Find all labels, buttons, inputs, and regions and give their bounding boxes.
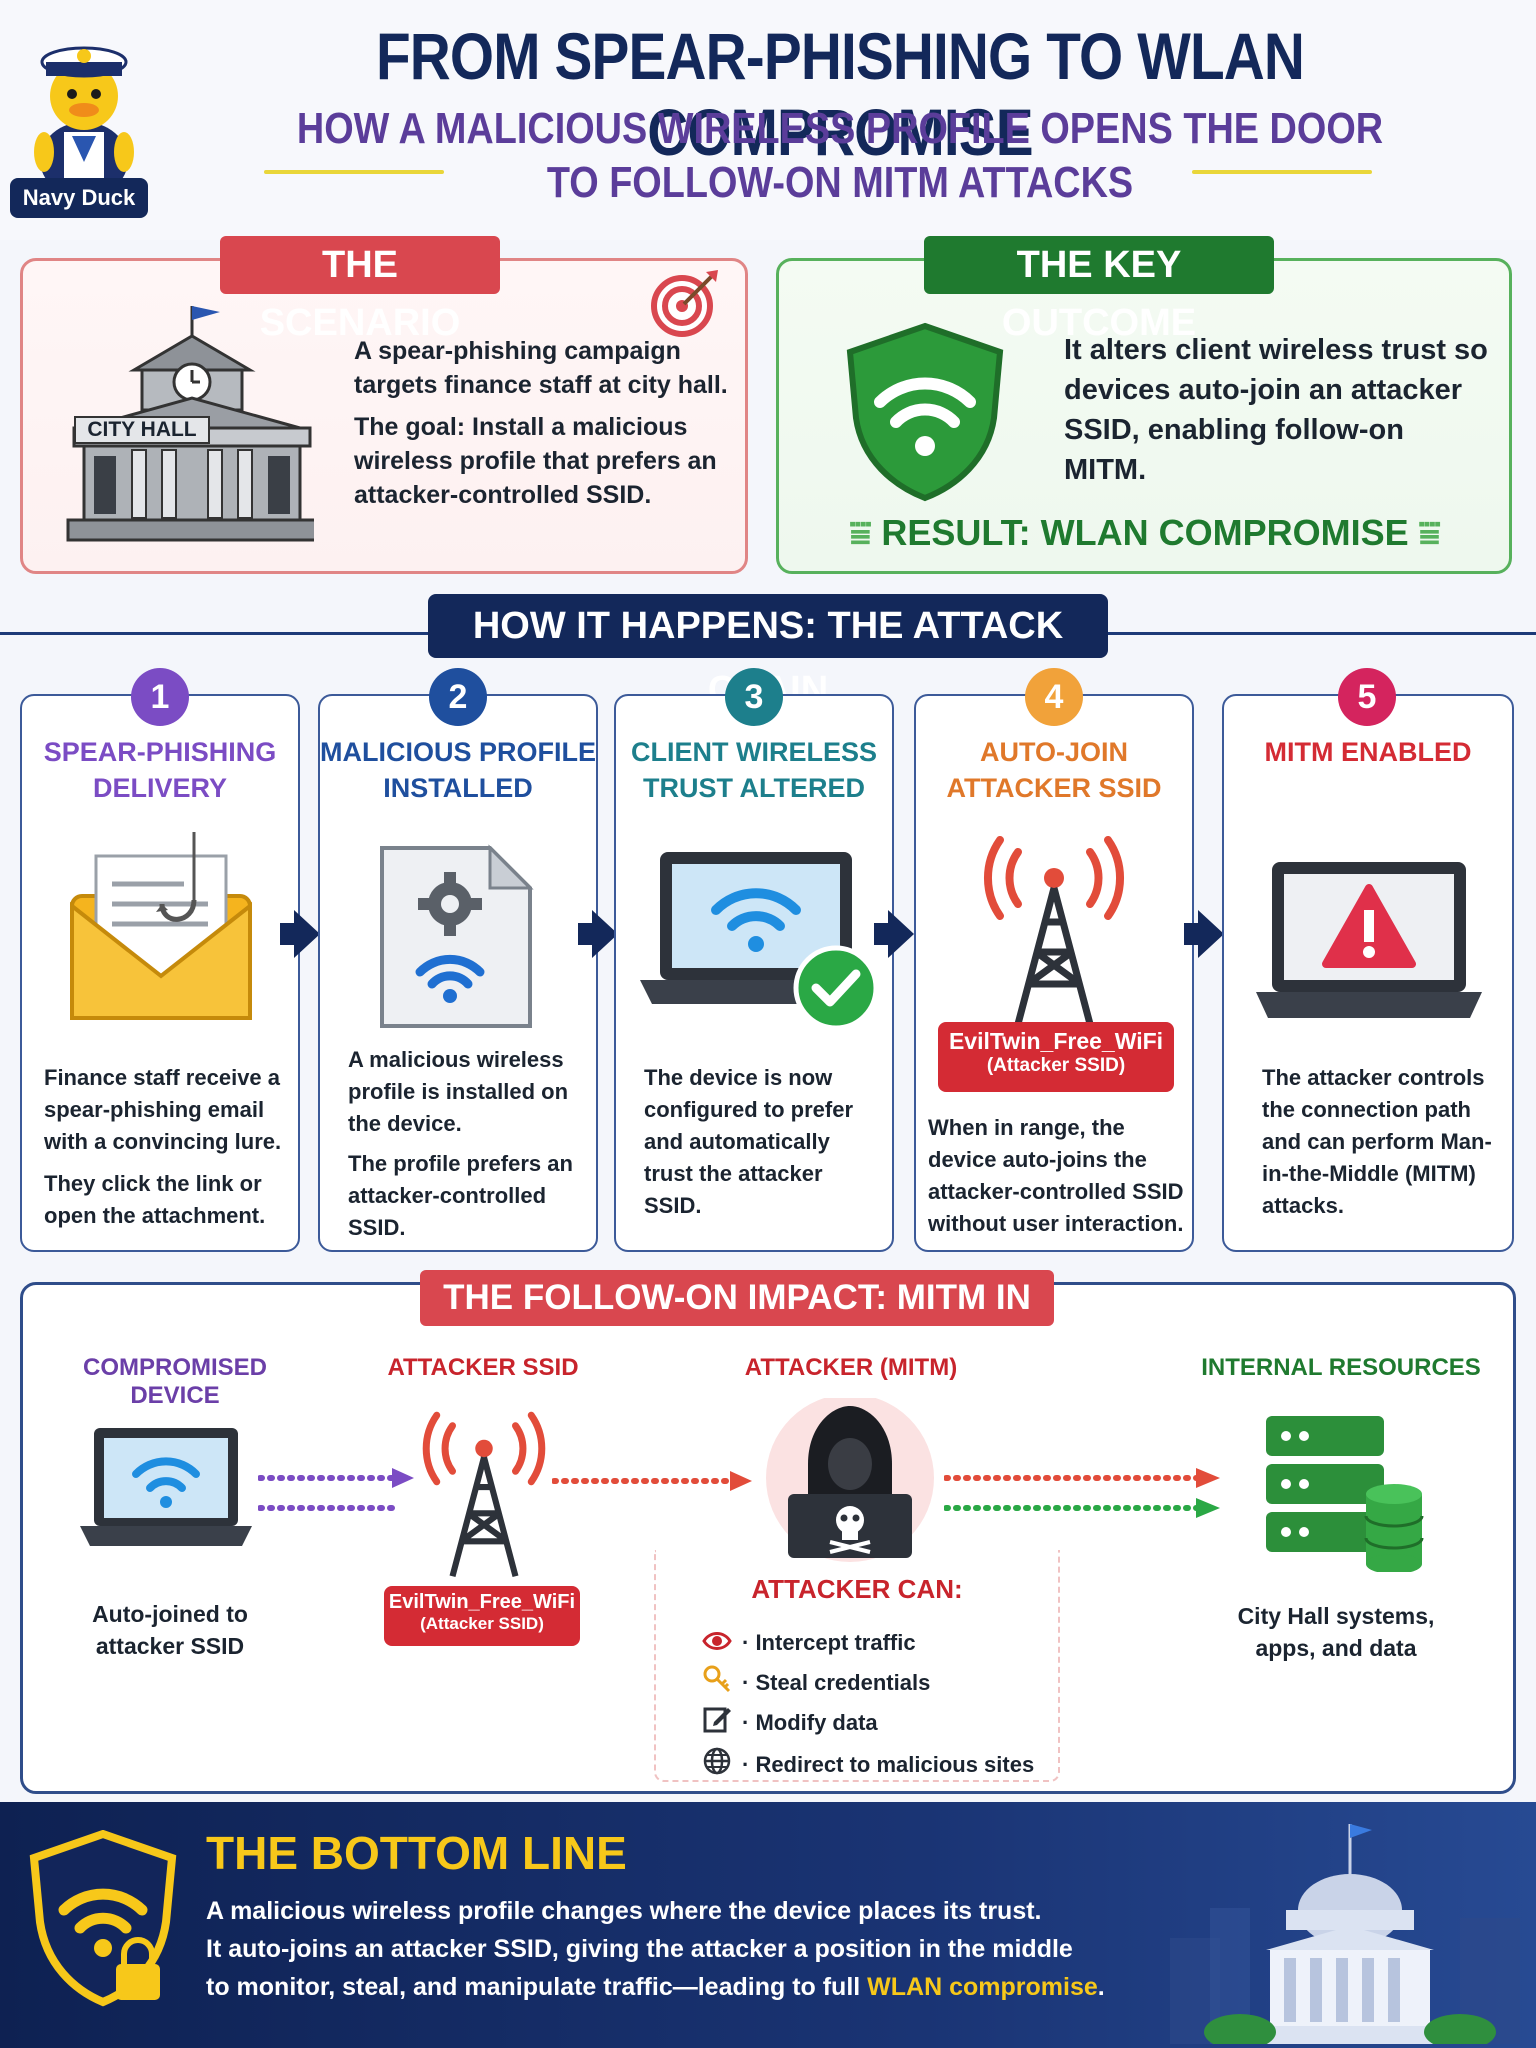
step-text-2b: The profile prefers an attacker-controll…	[348, 1151, 573, 1240]
arrow-shaft-3	[874, 923, 890, 945]
can-item-modify: · Modify data	[742, 1710, 878, 1735]
scenario-text-1: A spear-phishing campaign targets financ…	[354, 337, 728, 399]
device-heading: COMPROMISED DEVICE	[82, 1354, 267, 1409]
laptop-alert-icon	[1256, 862, 1482, 1018]
link-device-to-ssid	[258, 1468, 414, 1511]
header	[0, 0, 1536, 240]
can-item-redirect: · Redirect to malicious sites	[742, 1752, 1035, 1777]
arrow-right-icon	[888, 910, 914, 958]
bottom-line-title: THE BOTTOM LINE	[206, 1827, 627, 1879]
step-title-3: CLIENT WIRELESS TRUST ALTERED	[630, 737, 877, 803]
can-item-steal: · Steal credentials	[742, 1670, 931, 1695]
ssid-heading: ATTACKER SSID	[387, 1354, 579, 1381]
step-number-3: 3	[725, 668, 783, 726]
bottom-line-1: A malicious wireless profile changes whe…	[206, 1897, 1042, 1925]
step-text-1b: They click the link or open the attachme…	[44, 1171, 266, 1228]
step-text-1a: Finance staff receive a spear-phishing e…	[44, 1065, 282, 1154]
result-label: ⩸ RESULT: WLAN COMPROMISE ⩸	[849, 512, 1441, 553]
mascot-label: Navy Duck	[10, 178, 148, 218]
result-text: RESULT: WLAN COMPROMISE	[881, 512, 1409, 553]
highlight-stroke-right	[1192, 170, 1372, 174]
arrow-right-icon	[1198, 910, 1224, 958]
subtitle-line2: TO FOLLOW-ON MITM ATTACKS	[546, 158, 1134, 207]
step-text-5: The attacker controls the connection pat…	[1262, 1065, 1492, 1218]
scenario-tag: THE SCENARIO	[220, 236, 500, 344]
ssid-tower-icon	[422, 1411, 546, 1578]
step-text-3: The device is now configured to prefer a…	[644, 1065, 854, 1218]
server-database-icon	[1266, 1416, 1424, 1572]
target-icon	[651, 270, 718, 337]
arrow-shaft-4	[1184, 923, 1200, 945]
edit-icon	[703, 1707, 731, 1733]
link-attacker-to-resources	[944, 1468, 1220, 1518]
attacker-tower-icon	[983, 836, 1125, 1025]
bottom-line-2: It auto-joins an attacker SSID, giving t…	[206, 1935, 1073, 1963]
ssid-name: EvilTwin_Free_WiFi	[948, 1028, 1164, 1054]
attacker-can-box	[654, 1550, 1060, 1782]
bottom-line-3: to monitor, steal, and manipulate traffi…	[206, 1968, 1206, 2006]
step-title-2: MALICIOUS PROFILE INSTALLED	[320, 737, 596, 803]
resources-subtitle: City Hall systems, apps, and data	[1237, 1603, 1435, 1661]
ssid-sub: (Attacker SSID)	[986, 1055, 1126, 1076]
key-icon	[703, 1665, 731, 1693]
page-title: FROM SPEAR-PHISHING TO WLAN COMPROMISE	[375, 19, 1305, 169]
impact-tag: THE FOLLOW-ON IMPACT: MITM IN ACTION	[420, 1270, 1054, 1373]
ssid-badge: EvilTwin_Free_WiFi (Attacker SSID)	[938, 1022, 1174, 1092]
can-item-intercept: · Intercept traffic	[742, 1630, 916, 1655]
resources-heading: INTERNAL RESOURCES	[1201, 1354, 1481, 1381]
arrow-right-icon	[294, 910, 320, 958]
attacker-can-title: ATTACKER CAN:	[751, 1574, 963, 1604]
step-title-1: SPEAR-PHISHING DELIVERY	[43, 737, 277, 803]
compromised-laptop-icon	[80, 1428, 252, 1546]
wifi-lock-shield-icon	[29, 1830, 177, 2007]
outcome-tag: THE KEY OUTCOME	[924, 236, 1274, 344]
wifi-shield-icon	[846, 322, 1004, 502]
subtitle-line1: HOW A MALICIOUS WIRELESS PROFILE OPENS T…	[296, 104, 1384, 153]
profile-document-icon	[380, 844, 534, 1028]
step-text-2: A malicious wireless profile is installe…	[348, 1044, 588, 1244]
bottom-line-3-post: .	[1097, 1973, 1105, 2001]
step-number-2: 2	[429, 668, 487, 726]
step-number-5: 5	[1338, 668, 1396, 726]
step-title-5: MITM ENABLED	[1264, 737, 1472, 767]
bottom-line-3-pre: to monitor, steal, and manipulate traffi…	[206, 1973, 868, 2001]
globe-icon	[703, 1747, 731, 1775]
step-text-4: When in range, the device auto-joins the…	[928, 1115, 1184, 1236]
scenario-text: A spear-phishing campaign targets financ…	[354, 334, 734, 512]
arrow-shaft-1	[280, 923, 296, 945]
step-text-2a: A malicious wireless profile is installe…	[348, 1047, 569, 1136]
step-number-4: 4	[1025, 668, 1083, 726]
eye-icon	[702, 1632, 732, 1650]
arrow-right-icon	[592, 910, 618, 958]
page-subtitle: HOW A MALICIOUS WIRELESS PROFILE OPENS T…	[264, 102, 1416, 210]
bottom-line-3-highlight: WLAN compromise	[867, 1973, 1098, 2001]
laptop-trusted-icon	[640, 852, 879, 1031]
step-card-4	[914, 694, 1194, 1252]
bottom-line-text: A malicious wireless profile changes whe…	[206, 1892, 1206, 2006]
scenario-text-2: The goal: Install a malicious wireless p…	[354, 413, 717, 509]
chain-tag: HOW IT HAPPENS: THE ATTACK CHAIN	[428, 594, 1108, 711]
outcome-text: It alters client wireless trust so devic…	[1064, 334, 1488, 486]
capitol-building-icon	[1170, 1824, 1520, 2044]
impact-ssid-badge: EvilTwin_Free_WiFi (Attacker SSID)	[384, 1586, 580, 1646]
step-number-1: 1	[131, 668, 189, 726]
phishing-email-icon	[70, 832, 252, 1020]
city-hall-sign: CITY HALL	[74, 416, 210, 444]
device-subtitle: Auto-joined to attacker SSID	[92, 1601, 248, 1659]
link-ssid-to-attacker	[552, 1471, 752, 1491]
outcome-panel	[776, 258, 1512, 574]
mitm-heading: ATTACKER (MITM)	[744, 1354, 958, 1381]
highlight-stroke-left	[264, 170, 444, 174]
impact-ssid-name: EvilTwin_Free_WiFi	[388, 1591, 576, 1613]
impact-ssid-sub: (Attacker SSID)	[420, 1614, 544, 1633]
hooded-hacker-icon	[766, 1398, 934, 1562]
step-text-1: Finance staff receive a spear-phishing e…	[44, 1062, 288, 1232]
step-title-4: AUTO-JOIN ATTACKER SSID	[946, 737, 1162, 803]
arrow-shaft-2	[578, 923, 594, 945]
